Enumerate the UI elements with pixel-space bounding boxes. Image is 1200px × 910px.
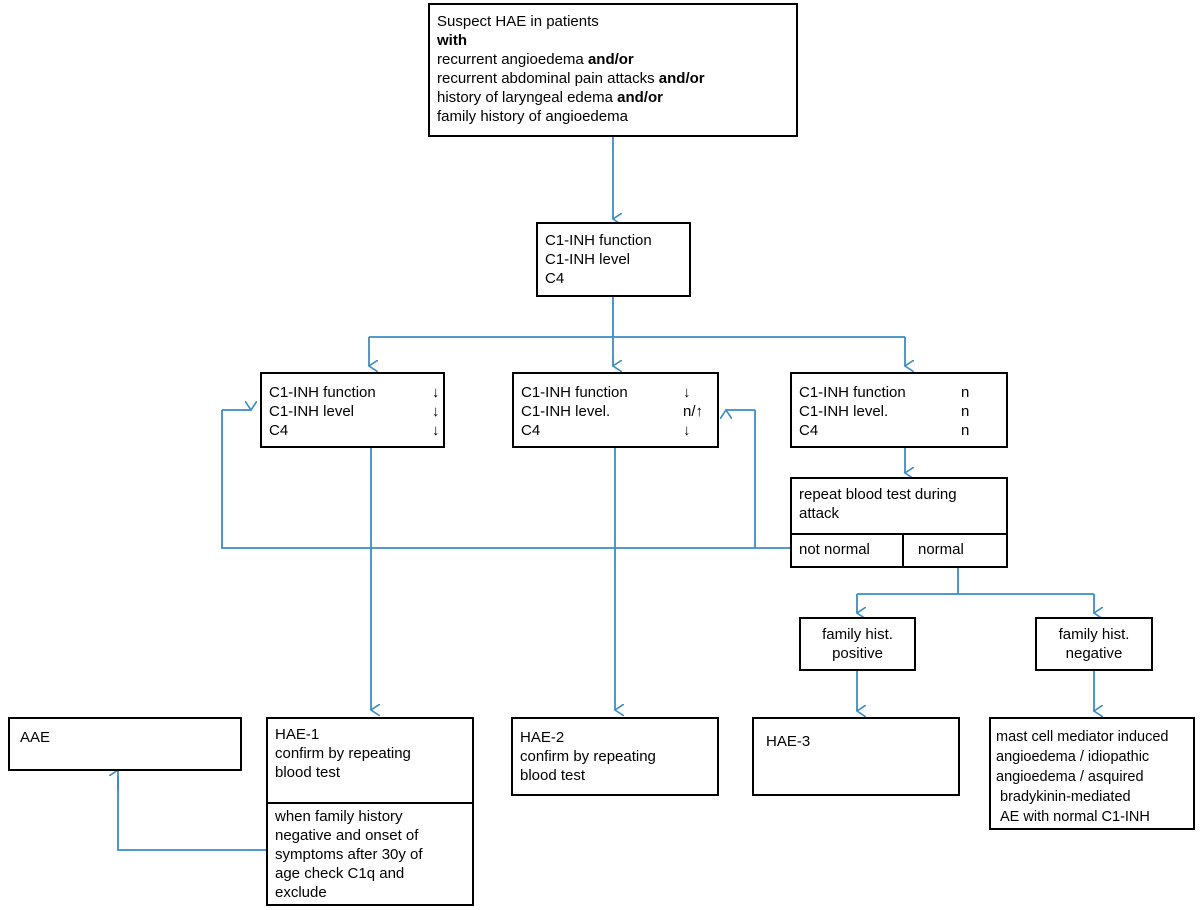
not-normal-cell: not normal <box>790 533 904 568</box>
connector-hae1-to-aae <box>117 776 266 851</box>
start-line4-bold: and/or <box>658 70 705 87</box>
repeat-test-title: repeat blood test during attack <box>799 486 957 522</box>
tests-line1: C1-INH function <box>545 232 652 249</box>
aae-label: AAE <box>20 729 51 746</box>
connector-tests-split <box>369 297 905 338</box>
branch3-row1-value: n <box>961 384 970 401</box>
branch1-row3-value: ↓ <box>432 422 440 439</box>
hae1-note: when family history negative and onset o… <box>275 808 423 901</box>
family-negative-box: family hist. negative <box>1035 617 1153 671</box>
family-positive-box: family hist. positive <box>799 617 916 671</box>
connector-not-normal-back <box>221 410 793 549</box>
hae3-box: HAE-3 <box>752 717 960 796</box>
branch2-box: C1-INH function ↓ C1-INH level. n/↑ C4 ↓ <box>512 372 719 448</box>
start-line6: family history of angioedema <box>437 108 628 125</box>
branch3-box: C1-INH function n C1-INH level. n C4 n <box>790 372 1008 448</box>
hae1-title: HAE-1 <box>275 726 320 743</box>
branch2-row3-label: C4 <box>521 422 541 439</box>
start-line1: Suspect HAE in patients <box>437 13 599 30</box>
branch1-row1-value: ↓ <box>432 384 440 401</box>
hae1-confirm: confirm by repeating blood test <box>275 745 411 781</box>
branch3-row3-value: n <box>961 422 970 439</box>
branch2-row1-value: ↓ <box>683 384 691 401</box>
mast-line5: AE with normal C1-INH <box>1000 809 1150 825</box>
mast-cell-box: mast cell mediator induced angioedema / … <box>989 717 1195 830</box>
branch3-row2-value: n <box>961 403 970 420</box>
mast-line1: mast cell mediator induced <box>996 729 1169 745</box>
hae2-box: HAE-2 confirm by repeating blood test <box>511 717 719 796</box>
branch3-row3-label: C4 <box>799 422 819 439</box>
start-line5-bold: and/or <box>617 89 663 106</box>
branch2-row2-value: n/↑ <box>683 403 704 420</box>
hae1-note-box: when family history negative and onset o… <box>266 802 474 906</box>
tests-line3: C4 <box>545 270 565 287</box>
branch1-row3-label: C4 <box>269 422 289 439</box>
branch2-row3-value: ↓ <box>683 422 691 439</box>
branch2-row1-label: C1-INH function <box>521 384 628 401</box>
branch2-row2-label: C1-INH level. <box>521 403 611 420</box>
branch1-row2-value: ↓ <box>432 403 440 420</box>
tests-line2: C1-INH level <box>545 251 631 268</box>
not-normal-label: not normal <box>799 541 870 558</box>
branch3-row2-label: C1-INH level. <box>799 403 889 420</box>
tests-box: C1-INH function C1-INH level C4 <box>536 222 691 297</box>
normal-cell: normal <box>902 533 1008 568</box>
hae3-title: HAE-3 <box>766 733 811 750</box>
repeat-test-box: repeat blood test during attack <box>790 477 1008 535</box>
connector-normal-split <box>857 568 1094 595</box>
mast-line4: bradykinin-mediated <box>1000 789 1131 805</box>
start-line3: recurrent angioedema <box>437 51 588 68</box>
start-line3-bold: and/or <box>587 51 634 68</box>
branch1-box: C1-INH function ↓ C1-INH level ↓ C4 ↓ <box>260 372 445 448</box>
start-box: Suspect HAE in patients with recurrent a… <box>428 3 798 137</box>
family-positive-label: family hist. positive <box>822 626 893 662</box>
family-negative-label: family hist. negative <box>1058 626 1130 662</box>
hae2-confirm: confirm by repeating blood test <box>520 748 656 784</box>
start-line2: with <box>437 32 467 49</box>
hae1-box: HAE-1 confirm by repeating blood test <box>266 717 474 804</box>
hae2-title: HAE-2 <box>520 729 565 746</box>
branch3-row1-label: C1-INH function <box>799 384 906 401</box>
aae-box: AAE <box>8 717 242 771</box>
normal-label: normal <box>918 541 964 558</box>
branch1-row2-label: C1-INH level <box>269 403 355 420</box>
start-line5: history of laryngeal edema <box>437 89 618 106</box>
start-line4: recurrent abdominal pain attacks <box>437 70 659 87</box>
mast-line2: angioedema / idiopathic <box>996 749 1150 765</box>
branch1-row1-label: C1-INH function <box>269 384 376 401</box>
mast-line3: angioedema / asquired <box>996 769 1144 785</box>
